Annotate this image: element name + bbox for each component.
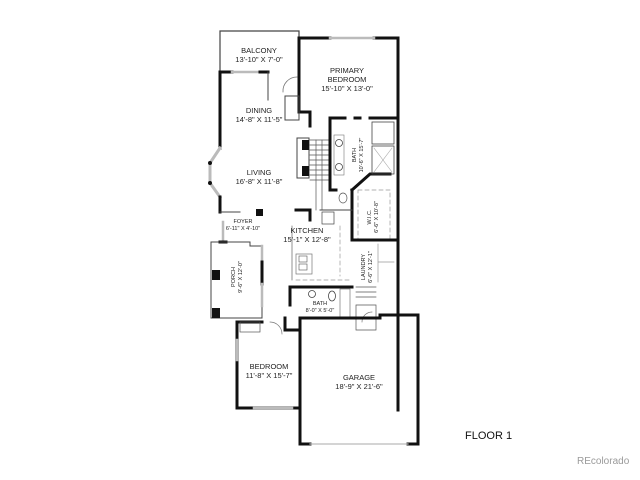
laundry-label: LAUNDRY 6'-6" X 12'-1" [361, 251, 375, 283]
garage-label: GARAGE 18'-9" X 21'-6" [335, 373, 382, 391]
porch-label: PORCH 9'-6" X 12'-0" [231, 261, 245, 293]
balcony-outline [219, 30, 300, 73]
bedroom-label: BEDROOM 11'-8" X 15'-7" [246, 362, 293, 380]
room-name: BALCONY [241, 46, 277, 55]
room-name: KITCHEN [290, 226, 324, 235]
room-name: LIVING [246, 168, 272, 177]
primary-bedroom-wall [297, 36, 312, 128]
room-dims: 15'-1" X 12'-8" [283, 235, 331, 244]
room-name: LAUNDRY [361, 253, 367, 281]
primary-bath-label: BATH 10'-6" X 15'-7" [352, 138, 366, 173]
dining-label: DINING 14'-8" X 11'-5" [236, 106, 283, 124]
living-label: LIVING 16'-8" X 11'-8" [236, 168, 283, 186]
stairs [309, 139, 331, 211]
room-dims: 6'-11" X 4'-10" [225, 226, 261, 232]
room-dims: 14'-8" X 11'-5" [235, 115, 283, 124]
room-dims: 18'-9" X 21'-6" [335, 382, 383, 391]
room-dims: 8'-0" X 5'-0" [305, 308, 335, 314]
room-dims: 13'-10" X 7'-0" [235, 55, 283, 64]
room-dims: 6'-6" X 10'-8" [374, 201, 380, 233]
room-name: PRIMARY [329, 66, 365, 75]
room-dims: 10'-6" X 15'-7" [359, 137, 365, 173]
wic-label: W.I.C. 6'-6" X 10'-8" [367, 201, 381, 233]
room-dims: 15'-10" X 13'-0" [321, 84, 373, 93]
bay-window [208, 145, 223, 200]
room-name: GARAGE [342, 373, 376, 382]
room-dims: 11'-8" X 15'-7" [245, 371, 293, 380]
watermark: REcolorado [577, 456, 630, 467]
room-name: PORCH [231, 267, 237, 287]
primary-bedroom-label: PRIMARY BEDROOM 15'-10" X 13'-0" [321, 66, 373, 93]
room-name: DINING [245, 106, 273, 115]
balcony-label: BALCONY 13'-10" X 7'-0" [235, 46, 282, 64]
room-dims: 9'-6" X 12'-0" [238, 261, 244, 293]
room-name: BEDROOM [327, 75, 367, 84]
room-name: BATH [352, 147, 358, 163]
room-dims: 16'-8" X 11'-8" [235, 177, 283, 186]
foyer-label: FOYER 6'-11" X 4'-10" [226, 219, 260, 233]
room-name: BATH [312, 301, 328, 307]
floor-label: FLOOR 1 [465, 430, 513, 442]
room-name: FOYER [233, 219, 253, 225]
bath-label: BATH 8'-0" X 5'-0" [306, 301, 335, 315]
room-name: W.I.C. [367, 209, 373, 225]
kitchen-label: KITCHEN 15'-1" X 12'-8" [283, 226, 330, 244]
room-dims: 6'-6" X 12'-1" [368, 251, 374, 283]
room-name: BEDROOM [249, 362, 289, 371]
